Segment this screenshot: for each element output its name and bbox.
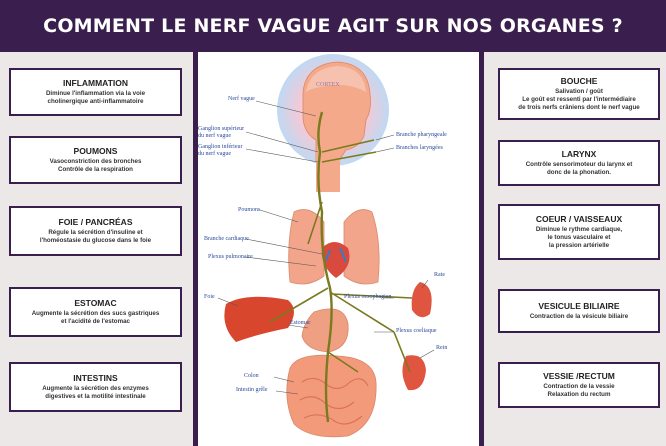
label-branches-laryngees: Branches laryngées xyxy=(396,145,443,152)
card-bouche: BOUCHE Salivation / goût Le goût est res… xyxy=(498,68,660,120)
card-description: Augmente la sécrétion des sucs gastrique… xyxy=(15,310,176,326)
card-vessie-rectum: VESSIE /RECTUM Contraction de la vessie … xyxy=(498,362,660,408)
title-banner: COMMENT LE NERF VAGUE AGIT SUR NOS ORGAN… xyxy=(0,0,666,52)
card-title: INFLAMMATION xyxy=(15,78,176,88)
card-title: FOIE / PANCRÉAS xyxy=(15,217,176,227)
label-ganglion-inferieur: Ganglion inférieur du nerf vague xyxy=(198,144,242,157)
label-foie: Foie xyxy=(204,294,215,301)
card-estomac: ESTOMAC Augmente la sécrétion des sucs g… xyxy=(9,287,182,337)
card-description: Contraction de la vésicule biliaire xyxy=(504,313,654,321)
card-title: VESICULE BILIAIRE xyxy=(504,301,654,311)
card-title: INTESTINS xyxy=(15,373,176,383)
label-ganglion-superieur: Ganglion supérieur du nerf vague xyxy=(198,126,244,139)
label-cortex: CORTEX xyxy=(316,82,340,89)
label-branche-cardiaque: Branche cardiaque xyxy=(204,236,249,243)
intestines xyxy=(287,355,376,437)
card-title: ESTOMAC xyxy=(15,298,176,308)
page-title: COMMENT LE NERF VAGUE AGIT SUR NOS ORGAN… xyxy=(43,15,623,37)
card-larynx: LARYNX Contrôle sensorimoteur du larynx … xyxy=(498,140,660,186)
card-title: VESSIE /RECTUM xyxy=(504,371,654,381)
label-nerf-vague: Nerf vague xyxy=(228,96,255,103)
card-title: BOUCHE xyxy=(504,76,654,86)
label-colon: Colon xyxy=(244,373,259,380)
card-vesicule-biliaire: VESICULE BILIAIRE Contraction de la vési… xyxy=(498,289,660,333)
label-poumons: Poumons xyxy=(238,207,260,214)
card-description: Augmente la sécrétion des enzymes digest… xyxy=(15,385,176,401)
anatomy-panel: CORTEX Nerf vague Ganglion supérieur du … xyxy=(198,52,479,446)
card-poumons: POUMONS Vasoconstriction des bronches Co… xyxy=(9,136,182,184)
card-description: Diminue le rythme cardiaque, le tonus va… xyxy=(504,226,654,249)
card-coeur-vaisseaux: COEUR / VAISSEAUX Diminue le rythme card… xyxy=(498,204,660,260)
stomach xyxy=(302,309,348,352)
card-title: COEUR / VAISSEAUX xyxy=(504,214,654,224)
card-title: LARYNX xyxy=(504,149,654,159)
card-description: Salivation / goût Le goût est ressenti p… xyxy=(504,88,654,111)
label-plexus-coeliaque: Plexus coeliaque xyxy=(396,328,437,335)
card-description: Contraction de la vessie Relaxation du r… xyxy=(504,383,654,399)
label-plexus-pulmonaire: Plexus pulmonaire xyxy=(208,254,253,261)
card-description: Régule la sécrétion d'insuline et l'homé… xyxy=(15,229,176,245)
label-estomac: Estomac xyxy=(290,320,311,327)
label-intestin-grele: Intestin grêle xyxy=(236,387,268,394)
card-foie-pancreas: FOIE / PANCRÉAS Régule la sécrétion d'in… xyxy=(9,206,182,256)
label-plexus-oesophagien: Plexus oesophagien xyxy=(344,294,392,301)
card-description: Diminue l'inflammation via la voie choli… xyxy=(15,90,176,106)
label-rein: Rein xyxy=(436,345,447,352)
card-title: POUMONS xyxy=(15,146,176,156)
card-description: Contrôle sensorimoteur du larynx et donc… xyxy=(504,161,654,177)
card-inflammation: INFLAMMATION Diminue l'inflammation via … xyxy=(9,68,182,116)
spleen xyxy=(412,282,432,317)
card-description: Vasoconstriction des bronches Contrôle d… xyxy=(15,158,176,174)
right-lung xyxy=(344,210,379,284)
liver xyxy=(224,297,294,342)
label-branche-pharyngeale: Branche pharyngeale xyxy=(396,132,447,139)
label-rate: Rate xyxy=(434,272,445,279)
card-intestins: INTESTINS Augmente la sécrétion des enzy… xyxy=(9,362,182,412)
